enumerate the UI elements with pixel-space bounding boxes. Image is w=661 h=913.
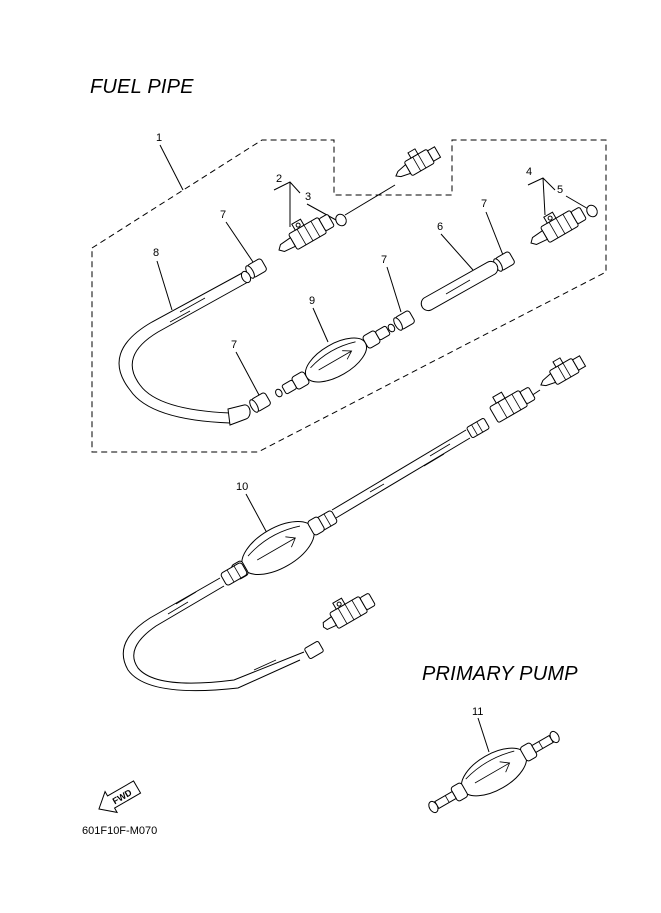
connector-item-2 — [278, 214, 335, 252]
fuel-pipe-title: FUEL PIPE — [90, 76, 194, 98]
callout-11: 11 — [472, 706, 483, 718]
connector-item-4 — [530, 207, 587, 245]
tank-connector-assembly — [540, 355, 587, 387]
o-ring-item-3 — [335, 213, 347, 227]
hose-item-8 — [118, 270, 252, 426]
diagram-code: 601F10F-M070 — [82, 825, 158, 837]
clamp-item-7a — [245, 258, 267, 279]
callout-4: 4 — [526, 166, 532, 178]
callout-leaders — [156, 144, 591, 753]
primary-pump-title: PRIMARY PUMP — [422, 663, 578, 685]
lower-connector-assembly — [322, 593, 376, 631]
callout-3: 3 — [305, 191, 311, 203]
leader-connector-top — [344, 184, 396, 216]
callout-7d: 7 — [231, 339, 237, 351]
clamp-item-7b — [493, 251, 515, 272]
upper-connector-assembly — [489, 387, 536, 423]
fwd-arrow-icon: FWD — [98, 780, 142, 814]
hose-item-6 — [420, 260, 499, 312]
o-ring-item-5 — [586, 204, 598, 218]
callout-9: 9 — [309, 295, 315, 307]
callout-7a: 7 — [220, 209, 226, 221]
group-boundary — [91, 139, 607, 453]
tank-connector-top — [395, 146, 442, 178]
callout-10: 10 — [236, 481, 248, 493]
callout-1: 1 — [156, 132, 162, 144]
callout-7b: 7 — [481, 198, 487, 210]
callout-7c: 7 — [381, 254, 387, 266]
callout-8: 8 — [153, 247, 159, 259]
callout-5: 5 — [557, 184, 563, 196]
clamp-item-7c — [393, 310, 415, 331]
primary-pump-item-11 — [428, 730, 560, 814]
primer-bulb-item-9 — [275, 323, 396, 398]
callout-6: 6 — [437, 221, 443, 233]
fuel-line-item-10 — [122, 355, 587, 692]
callout-2: 2 — [276, 173, 282, 185]
callout-numbers: 1 2 3 4 5 6 7 7 7 7 8 9 10 11 — [153, 132, 563, 718]
clamp-item-7d — [249, 392, 271, 413]
